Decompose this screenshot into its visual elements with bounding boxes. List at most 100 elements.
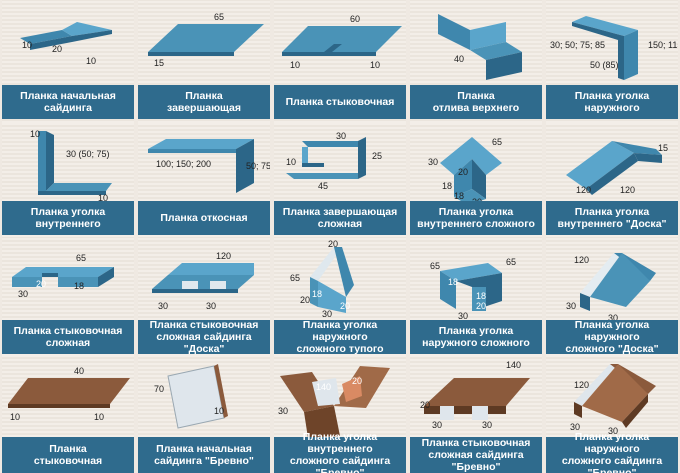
dim-label: 30 [158, 301, 169, 311]
dim-label: 30 [608, 313, 619, 323]
dim-label: 50; 75 [246, 161, 270, 171]
inner-corner-board-drawing [566, 141, 662, 195]
dim-label: 18 [476, 291, 487, 301]
dim-label: 120 [574, 380, 590, 390]
dim-label: 20 [300, 295, 311, 305]
dim-label: 40 [74, 366, 85, 376]
finishing-strip-drawing [148, 24, 264, 56]
dim-label: 70 [154, 384, 165, 394]
dim-label: 140 [316, 382, 332, 392]
dim-label: 20 [352, 376, 363, 386]
reveal-strip-drawing [148, 139, 254, 193]
tile-complex-obtuse-outer-corner: 20 65 18 20 20 30 Планка уголка наружног… [274, 237, 406, 356]
dim-label: 30 [206, 301, 217, 311]
upper-drip-strip-drawing [438, 14, 522, 80]
tile-upper-drip-strip: 40 Планка отлива верхнего [410, 0, 542, 123]
tile-inner-corner-strip: 10 30 (50; 75) 10 Планка уголка внутренн… [2, 123, 134, 237]
dim-label: 30 [566, 301, 577, 311]
tile-complex-inner-corner-log: 140 20 30 Планка уголка внутреннего слож… [274, 356, 406, 473]
tile-complex-outer-corner-log: 120 30 30 Планка уголка наружного сложно… [546, 356, 678, 473]
tile-finishing-strip: 65 15 Планка завершающая [138, 0, 270, 123]
dim-label: 10 [30, 129, 41, 139]
tile-caption: Планка стыковочная [274, 85, 406, 119]
dim-label: 20 [458, 167, 469, 177]
dim-label: 10 [22, 40, 33, 50]
dim-label: 20 [328, 239, 339, 249]
complex-outer-corner-log-drawing [574, 364, 656, 428]
dim-label: 30 [18, 289, 29, 299]
complex-joint-strip-drawing [12, 267, 114, 287]
dim-label: 60 [350, 14, 361, 24]
tile-caption: Планка завершающая сложная [274, 201, 406, 235]
dim-label: 30 [322, 309, 333, 319]
dim-label: 15 [658, 143, 669, 153]
tile-caption: Планка начальная сайдинга "Бревно" [138, 437, 270, 473]
dim-label: 20 [476, 301, 487, 311]
complex-outer-corner-drawing [440, 263, 502, 311]
dim-label: 120 [620, 185, 636, 195]
tile-caption: Планка уголка внутреннего сложного сайди… [274, 431, 406, 473]
tile-caption: Планка уголка наружного сложного тупого [274, 319, 406, 355]
dim-label: 18 [312, 289, 323, 299]
dim-label: 30 [570, 422, 581, 432]
joint-strip-brown-drawing [8, 378, 130, 408]
dim-label: 65 [506, 257, 517, 267]
tile-caption: Планка стыковочная сложная [2, 320, 134, 354]
dim-label: 25 [372, 151, 383, 161]
tile-starter-strip-log: 70 10 Планка начальная сайдинга "Бревно" [138, 356, 270, 473]
tile-joint-strip-brown: 40 10 10 Планка стыковочная [2, 356, 134, 473]
dim-label: 120 [576, 185, 592, 195]
dim-label: 100; 150; 200 [156, 159, 212, 169]
dim-label: 30 [278, 406, 289, 416]
dim-label: 65 [492, 137, 503, 147]
tile-caption: Планка начальная сайдинга [2, 85, 134, 119]
tile-caption: Планка уголка внутреннего "Доска" [546, 201, 678, 235]
tile-caption: Планка стыковочная [2, 437, 134, 473]
dim-label: 120 [574, 255, 590, 265]
tile-caption: Планка уголка внутреннего сложного [410, 201, 542, 235]
inner-corner-strip-drawing [38, 131, 112, 195]
tile-caption: Планка отлива верхнего [410, 85, 542, 119]
dim-label: 140 [506, 360, 522, 370]
dim-label: 30 [482, 420, 493, 430]
dim-label: 30 [336, 131, 347, 141]
dim-label: 20 [420, 400, 431, 410]
tile-joint-strip: 60 10 10 Планка стыковочная [274, 0, 406, 123]
complex-inner-corner-log-drawing [280, 366, 390, 438]
outer-corner-strip-drawing [572, 16, 638, 80]
dim-label: 120 [216, 251, 232, 261]
complex-joint-strip-log-drawing [424, 378, 530, 420]
complex-obtuse-outer-corner-drawing [310, 247, 354, 313]
dim-label: 150; 115 [648, 40, 678, 50]
joint-strip-drawing [282, 26, 402, 56]
dim-label: 65 [214, 12, 225, 22]
dim-label: 10 [94, 412, 105, 422]
tile-complex-joint-strip-log: 140 20 30 30 Планка стыковочная сложная … [410, 356, 542, 473]
tile-caption: Планка уголка наружного сложного [410, 320, 542, 354]
tile-caption: Планка уголка наружного сложного сайдинг… [546, 431, 678, 473]
starter-strip-log-drawing [167, 364, 228, 429]
tile-caption: Планка откосная [138, 201, 270, 235]
dim-label: 65 [430, 261, 441, 271]
tile-caption: Планка завершающая [138, 85, 270, 119]
dim-label: 20 [340, 301, 351, 311]
board-joint-strip-drawing [152, 263, 254, 293]
starter-strip-drawing [20, 22, 112, 50]
tile-complex-joint-strip: 65 20 18 30 Планка стыковочная сложная [2, 237, 134, 356]
dim-label: 30 [428, 157, 439, 167]
tile-complex-outer-corner: 65 65 18 18 20 30 Планка уголка наружног… [410, 237, 542, 356]
dim-label: 15 [154, 58, 165, 68]
dim-label: 65 [290, 273, 301, 283]
tile-caption: Планка уголка наружного сложного "Доска" [546, 319, 678, 355]
dim-label: 20 [52, 44, 63, 54]
tile-outer-corner-strip: 30; 50; 75; 85 150; 115 50 (85) Планка у… [546, 0, 678, 123]
dim-label: 10 [10, 412, 21, 422]
dim-label: 10 [290, 60, 301, 70]
tile-inner-corner-board: 15 120 120 Планка уголка внутреннего "До… [546, 123, 678, 237]
dim-label: 10 [86, 56, 97, 66]
tile-caption: Планка уголка внутреннего [2, 201, 134, 235]
tile-starter-strip: 10 20 10 Планка начальная сайдинга [2, 0, 134, 123]
complex-outer-corner-board-drawing [580, 253, 656, 311]
dim-label: 65 [76, 253, 87, 263]
dim-label: 18 [448, 277, 459, 287]
